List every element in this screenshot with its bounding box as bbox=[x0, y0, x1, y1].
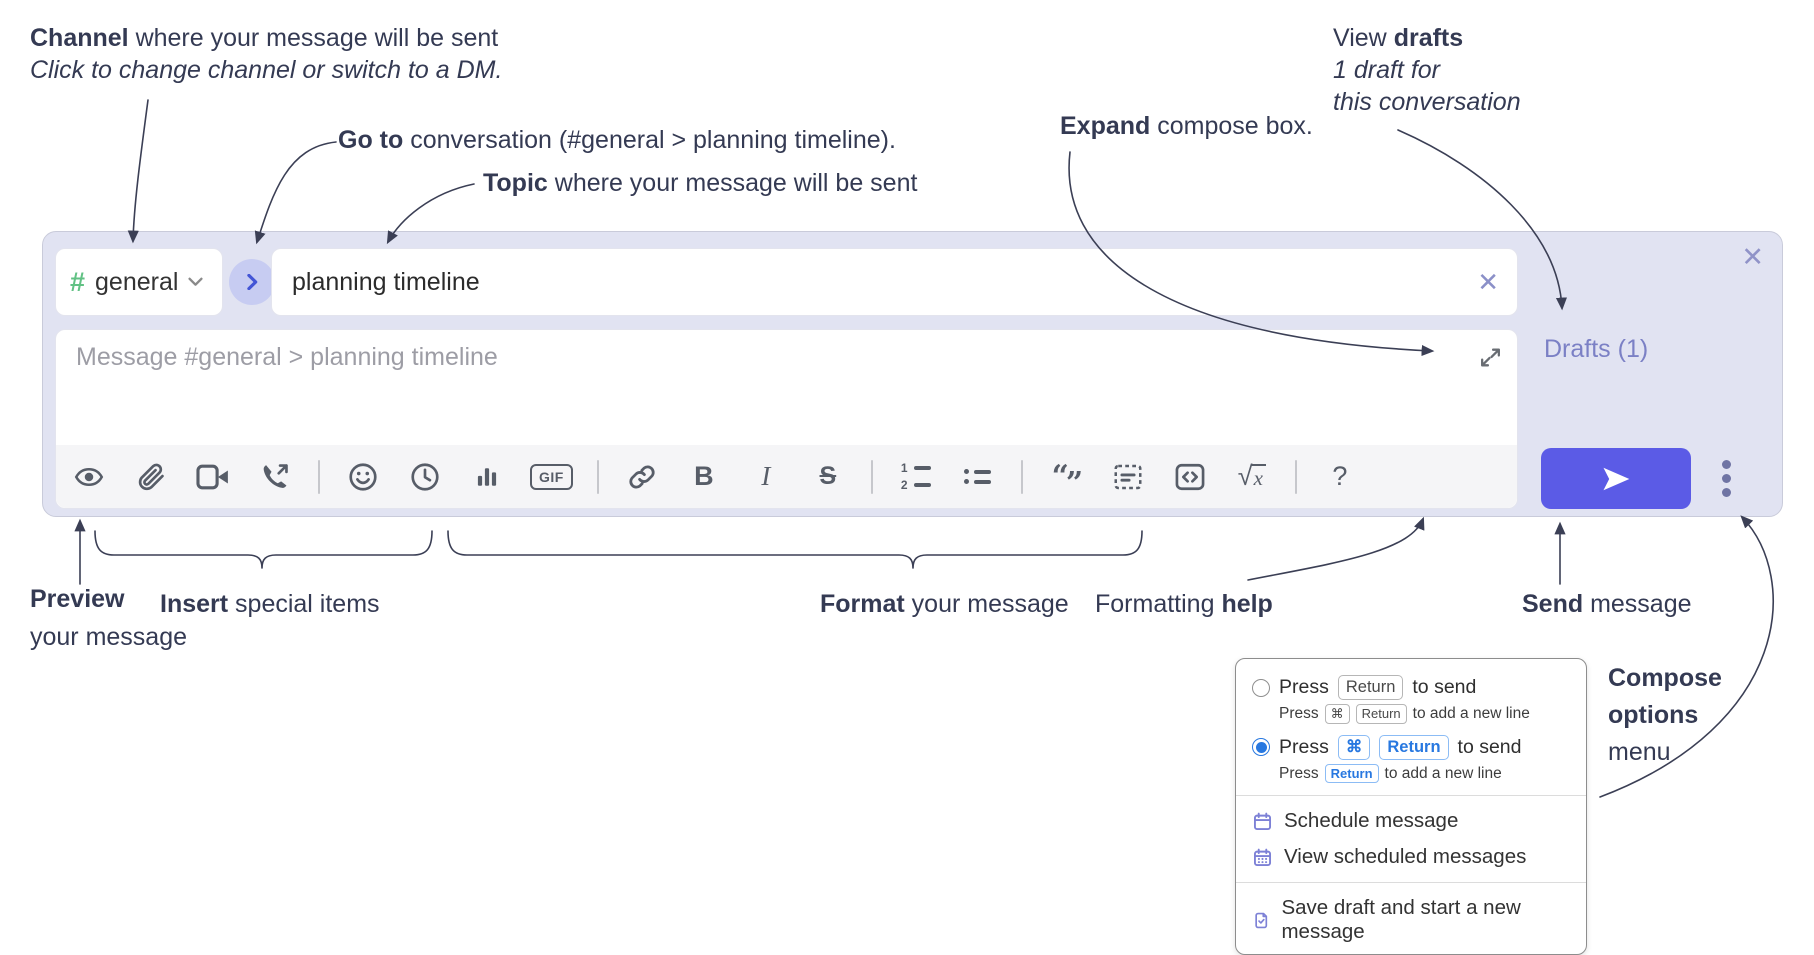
strikethrough-icon[interactable]: S bbox=[819, 462, 837, 490]
brace-insert bbox=[94, 530, 433, 569]
link-icon[interactable] bbox=[623, 454, 661, 500]
menu-item-schedule-message[interactable]: Schedule message bbox=[1236, 803, 1586, 839]
bold-icon[interactable]: B bbox=[694, 461, 714, 491]
channel-name: general bbox=[95, 267, 179, 296]
annotation-goto: Go to conversation (#general > planning … bbox=[338, 126, 896, 154]
draft-document-icon bbox=[1255, 912, 1268, 929]
toolbar-divider bbox=[318, 459, 320, 494]
menu-option-enter-sends-sub: Press ⌘ Return to add a new line bbox=[1279, 704, 1530, 724]
chevron-right-icon bbox=[246, 274, 257, 290]
brace-format bbox=[447, 530, 1143, 569]
quote-icon[interactable]: “” bbox=[1051, 458, 1084, 501]
global-time-icon[interactable] bbox=[406, 454, 444, 500]
attach-file-icon[interactable] bbox=[132, 454, 170, 500]
channel-hash-icon: # bbox=[70, 266, 86, 297]
topic-input[interactable]: planning timeline ✕ bbox=[271, 248, 1518, 316]
message-placeholder: Message #general > planning timeline bbox=[76, 343, 498, 371]
compose-options-menu: Press Return to send Press ⌘ Return to a… bbox=[1235, 658, 1587, 955]
topic-value: planning timeline bbox=[292, 267, 480, 296]
annotation-send: Send message bbox=[1522, 590, 1692, 618]
annotation-preview: Preview your message bbox=[30, 585, 188, 651]
menu-option-cmd-enter-sends-sub: Press Return to add a new line bbox=[1279, 763, 1502, 784]
menu-divider bbox=[1236, 882, 1586, 884]
toolbar-divider bbox=[596, 459, 599, 494]
drafts-link[interactable]: Drafts (1) bbox=[1544, 335, 1649, 363]
code-icon[interactable] bbox=[1171, 454, 1209, 500]
preview-icon[interactable] bbox=[70, 454, 108, 500]
menu-divider bbox=[1236, 795, 1586, 797]
line-goto bbox=[254, 141, 337, 245]
toolbar-divider bbox=[1020, 459, 1023, 494]
emoji-icon[interactable] bbox=[344, 454, 382, 500]
send-plane-icon bbox=[1603, 467, 1630, 490]
channel-selector[interactable]: # general bbox=[55, 248, 223, 316]
menu-option-cmd-enter-sends[interactable]: Press ⌘ Return to send bbox=[1236, 729, 1586, 762]
annotation-topic: Topic where your message will be sent bbox=[483, 169, 918, 197]
toolbar-divider bbox=[870, 459, 873, 494]
message-input[interactable]: Message #general > planning timeline bbox=[55, 329, 1518, 509]
send-button[interactable] bbox=[1541, 448, 1691, 509]
math-icon[interactable]: √x bbox=[1233, 454, 1271, 500]
annotation-drafts: View drafts 1 draft for this conversatio… bbox=[1333, 24, 1521, 116]
calendar-grid-icon bbox=[1253, 848, 1272, 866]
toolbar-divider bbox=[1294, 459, 1297, 494]
annotation-compose-options: Compose options menu bbox=[1608, 664, 1722, 766]
gif-icon[interactable]: GIF bbox=[530, 454, 573, 500]
radio-unselected-icon[interactable] bbox=[1252, 678, 1270, 697]
menu-option-enter-sends[interactable]: Press Return to send bbox=[1236, 669, 1586, 702]
compose-box: # general planning timeline ✕ ✕ Message … bbox=[42, 231, 1783, 517]
bulleted-list-icon[interactable] bbox=[959, 454, 997, 500]
go-to-conversation-button[interactable] bbox=[229, 259, 275, 305]
annotation-formatting-help: Formatting help bbox=[1095, 590, 1273, 618]
annotation-channel: Channel where your message will be sent … bbox=[30, 24, 503, 84]
line-help bbox=[1247, 516, 1425, 581]
menu-item-view-scheduled-messages[interactable]: View scheduled messages bbox=[1236, 839, 1586, 875]
radio-selected-icon[interactable] bbox=[1252, 738, 1270, 757]
close-compose-icon[interactable]: ✕ bbox=[1741, 242, 1764, 272]
formatting-help-icon[interactable]: ? bbox=[1332, 461, 1348, 491]
chevron-down-icon bbox=[188, 277, 204, 286]
calendar-icon bbox=[1253, 812, 1272, 830]
video-call-icon[interactable] bbox=[194, 454, 232, 500]
italic-icon[interactable]: I bbox=[761, 461, 771, 491]
expand-compose-icon[interactable] bbox=[1478, 345, 1503, 375]
clear-topic-icon[interactable]: ✕ bbox=[1477, 267, 1499, 297]
annotation-format: Format your message bbox=[820, 590, 1069, 618]
compose-options-menu-button[interactable] bbox=[1711, 448, 1741, 509]
voice-call-icon[interactable] bbox=[256, 454, 294, 500]
menu-item-save-draft[interactable]: Save draft and start a new message bbox=[1236, 890, 1586, 950]
poll-icon[interactable] bbox=[468, 454, 506, 500]
annotation-expand: Expand compose box. bbox=[1060, 112, 1313, 140]
spoiler-icon[interactable] bbox=[1109, 454, 1147, 500]
annotation-insert: Insert special items bbox=[160, 590, 380, 618]
line-channel bbox=[127, 99, 149, 244]
